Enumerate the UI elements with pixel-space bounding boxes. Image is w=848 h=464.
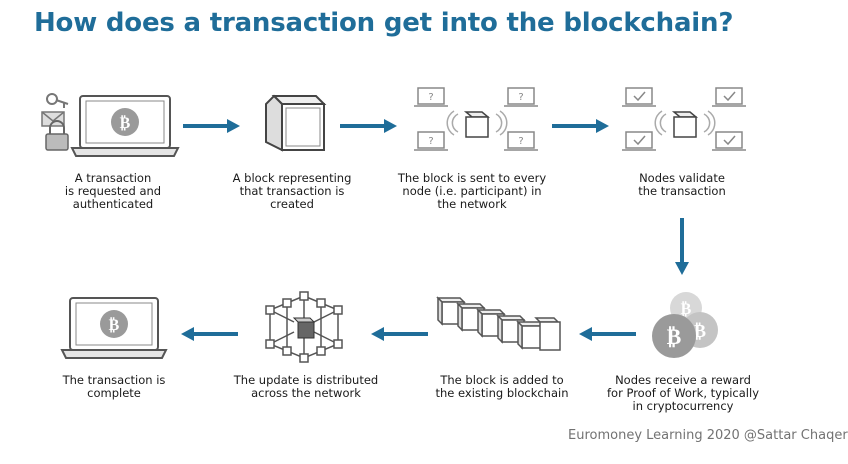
distributed-network-icon [264, 290, 344, 364]
arrow-right-icon [552, 118, 610, 134]
page-title: How does a transaction get into the bloc… [34, 8, 734, 38]
step-caption-8: The transaction is complete [62, 373, 166, 400]
svg-text:₿: ₿ [109, 315, 120, 334]
step-caption-2: A block representing that transaction is… [232, 171, 352, 211]
arrow-left-icon [370, 326, 428, 342]
step-caption-4: Nodes validate the transaction [638, 171, 726, 198]
network-validate-icon [616, 86, 754, 156]
svg-text:?: ? [518, 136, 523, 147]
arrow-right-icon [183, 118, 241, 134]
chain-of-blocks-icon [436, 296, 562, 354]
arrow-left-icon [180, 326, 238, 342]
svg-text:?: ? [428, 92, 433, 103]
svg-text:₿: ₿ [667, 325, 682, 350]
arrow-down-icon [674, 218, 690, 276]
laptop-bitcoin-icon: ₿ [60, 294, 168, 364]
laptop-bitcoin-icon: ₿ [36, 90, 180, 160]
cube-icon [262, 92, 328, 156]
svg-text:₿: ₿ [120, 113, 131, 132]
arrow-right-icon [340, 118, 398, 134]
arrow-left-icon [578, 326, 636, 342]
watermark: Euromoney Learning 2020 @Sattar Chaqer [568, 428, 848, 443]
network-broadcast-icon: ???? [408, 86, 546, 156]
step-caption-7: The update is distributed across the net… [233, 373, 379, 400]
step-caption-3: The block is sent to every node (i.e. pa… [397, 171, 547, 211]
svg-text:?: ? [518, 92, 523, 103]
svg-text:₿: ₿ [694, 321, 706, 342]
step-caption-1: A transaction is requested and authentic… [64, 171, 162, 211]
svg-text:₿: ₿ [681, 299, 692, 318]
step-caption-5: Nodes receive a reward for Proof of Work… [607, 373, 759, 413]
svg-text:?: ? [428, 136, 433, 147]
step-caption-6: The block is added to the existing block… [435, 373, 569, 400]
bitcoin-coins-icon: ₿ ₿ ₿ [644, 290, 724, 360]
